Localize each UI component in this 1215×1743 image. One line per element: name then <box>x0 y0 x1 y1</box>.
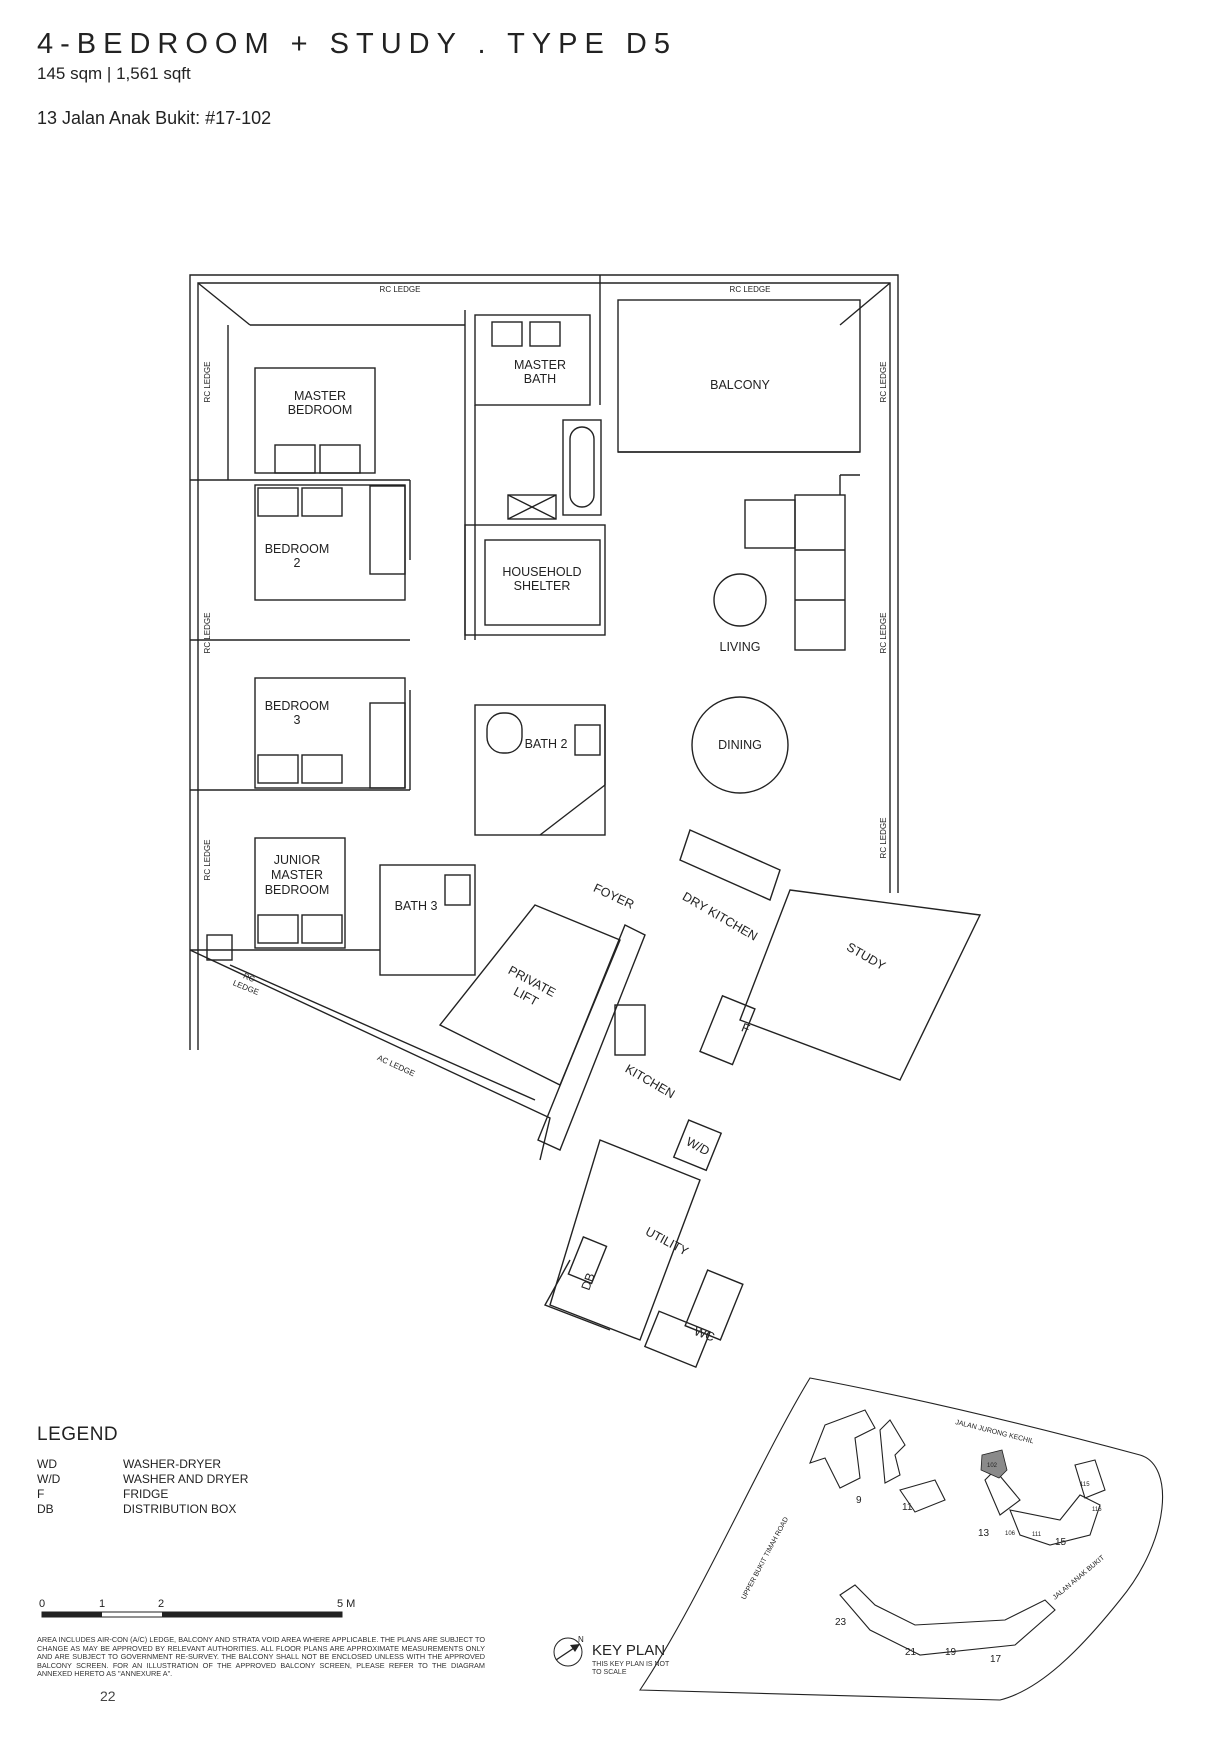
legend-code: DB <box>37 1502 54 1516</box>
legend-code: W/D <box>37 1472 61 1486</box>
legend-code: WD <box>37 1457 57 1471</box>
room-label: 2 <box>294 556 301 570</box>
room-label: JUNIOR <box>274 853 321 867</box>
room-label: 3 <box>294 713 301 727</box>
room-label: BALCONY <box>710 378 770 392</box>
unit-area: 145 sqm | 1,561 sqft <box>37 64 191 83</box>
legend-item: F FRIDGE <box>37 1487 168 1501</box>
room-label: MASTER <box>294 389 346 403</box>
room-label: SHELTER <box>514 579 571 593</box>
room-label: BATH <box>524 372 556 386</box>
ledge-label: RC LEDGE <box>879 818 888 859</box>
ledge-label: RC LEDGE <box>730 285 771 294</box>
room-label: LIVING <box>720 640 761 654</box>
page-title: 4-BEDROOM + STUDY . TYPE D5 <box>37 28 677 60</box>
scale-tick-label: 1 <box>99 1598 105 1610</box>
ac-ledge-outer <box>189 949 551 1161</box>
room-label: WC <box>692 1324 716 1344</box>
room-label: MASTER <box>514 358 566 372</box>
legend-item: WD WASHER-DRYER <box>37 1457 221 1471</box>
room-label: STUDY <box>844 940 888 974</box>
key-plan-note: THIS KEY PLAN IS NOT TO SCALE <box>592 1661 670 1676</box>
room-label: DINING <box>718 738 762 752</box>
scale-tick-label: 5 M <box>337 1598 355 1610</box>
legend-desc: FRIDGE <box>123 1487 169 1501</box>
outer-wall-inner <box>197 282 891 1050</box>
page-number: 22 <box>100 1688 116 1704</box>
room-label: BATH 3 <box>395 899 438 913</box>
unit-address: 13 Jalan Anak Bukit: #17-102 <box>37 108 272 128</box>
legend-code: F <box>37 1487 45 1501</box>
room-label: HOUSEHOLD <box>502 565 581 579</box>
scale-bar: 0 1 2 5 M <box>39 1598 355 1618</box>
ledge-label: RC LEDGE <box>203 613 212 654</box>
ledge-label: RC LEDGE <box>203 840 212 881</box>
room-label: F <box>739 1020 752 1036</box>
legend-item: W/D WASHER AND DRYER <box>37 1472 248 1486</box>
legend-title: LEGEND <box>37 1424 119 1445</box>
legend-desc: WASHER AND DRYER <box>123 1472 249 1486</box>
ac-ledge-inner <box>229 964 536 1101</box>
disclaimer-text: AREA INCLUDES AIR-CON (A/C) LEDGE, BALCO… <box>37 1635 485 1679</box>
ledge-label: RC <box>242 971 256 984</box>
room-label: BEDROOM <box>288 403 353 417</box>
ledge-label: RC LEDGE <box>879 613 888 654</box>
room-label: FOYER <box>591 881 636 912</box>
room-label: BATH 2 <box>525 737 568 751</box>
room-label: W/D <box>684 1135 712 1159</box>
ledge-label: RC LEDGE <box>380 285 421 294</box>
room-label: MASTER <box>271 868 323 882</box>
ledge-label: AC LEDGE <box>376 1053 416 1078</box>
scale-tick-label: 2 <box>158 1598 164 1610</box>
room-label: BEDROOM <box>265 883 330 897</box>
legend-desc: DISTRIBUTION BOX <box>123 1502 237 1516</box>
ledge-label: RC LEDGE <box>203 362 212 403</box>
legend-desc: WASHER-DRYER <box>123 1457 222 1471</box>
key-plan-title: KEY PLAN <box>592 1642 666 1659</box>
room-label: BEDROOM <box>265 699 330 713</box>
outer-wall <box>189 274 899 1050</box>
legend-item: DB DISTRIBUTION BOX <box>37 1502 236 1516</box>
room-label: DRY KITCHEN <box>680 889 760 943</box>
room-label: KITCHEN <box>623 1062 678 1102</box>
ledge-label: RC LEDGE <box>879 362 888 403</box>
room-label: DB <box>579 1271 598 1292</box>
room-label: BEDROOM <box>265 542 330 556</box>
scale-tick-label: 0 <box>39 1598 45 1610</box>
room-label: UTILITY <box>643 1224 691 1259</box>
